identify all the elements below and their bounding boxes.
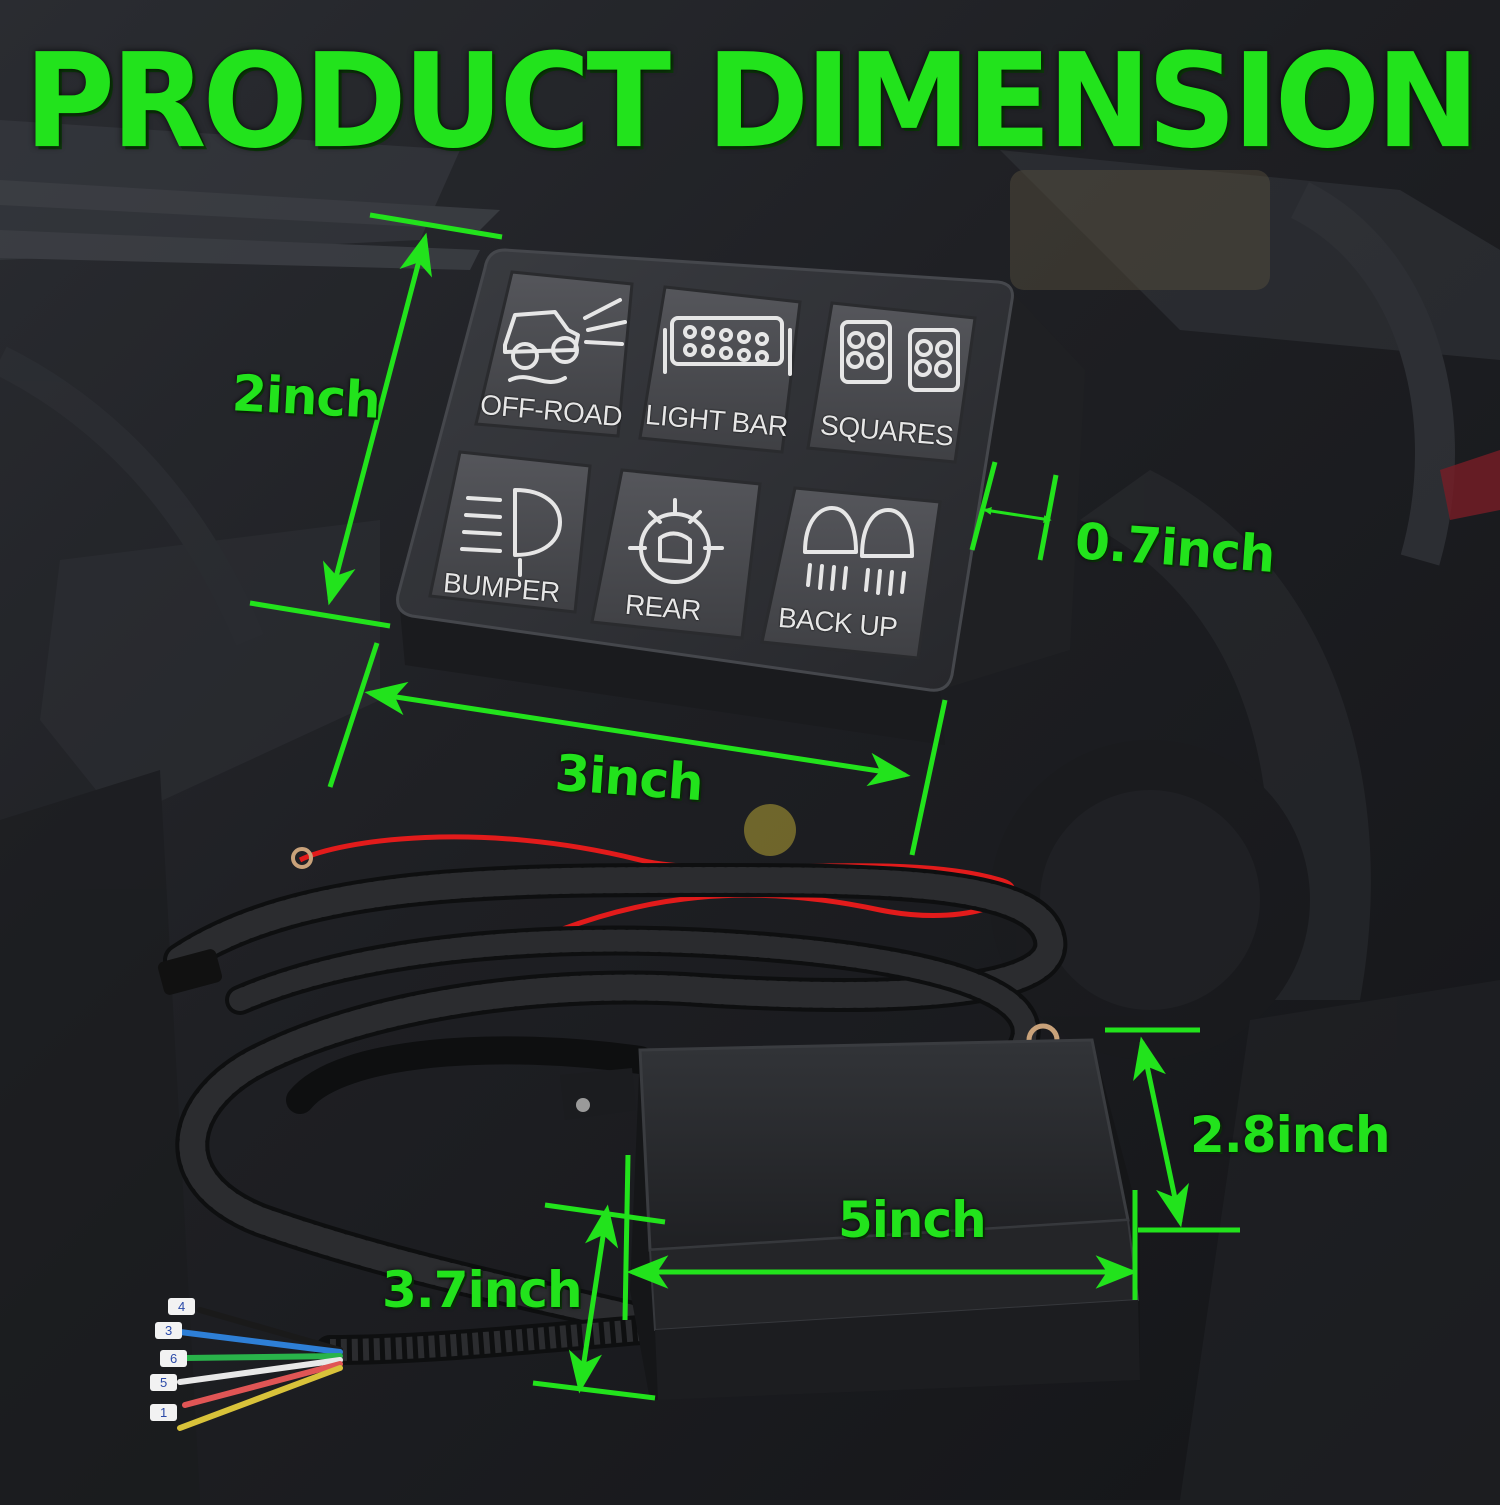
rear-light-icon: [628, 498, 724, 584]
wiring-harness: [157, 834, 1068, 1365]
dimension-box-height: 2.8inch: [1190, 1106, 1391, 1164]
dimension-panel-width: 3inch: [553, 743, 705, 813]
dimension-panel-depth: 0.7inch: [1073, 512, 1277, 584]
headline: PRODUCT DIMENSION: [24, 26, 1480, 178]
control-box: [560, 1038, 1140, 1400]
button-label-rear: REAR: [623, 588, 703, 627]
wire-tag: 1: [150, 1404, 178, 1421]
light-bar-icon: [663, 316, 792, 376]
dimension-box-length: 5inch: [838, 1191, 987, 1249]
button-bumper[interactable]: [428, 450, 592, 614]
wire-tag: 4: [168, 1298, 196, 1315]
engine-bay-details: [0, 120, 1500, 1500]
offroad-truck-icon: [503, 298, 627, 384]
dimension-panel-height: 2inch: [230, 364, 382, 430]
button-light-bar[interactable]: [638, 285, 802, 454]
dimension-markers: [249, 212, 1240, 1401]
button-rear[interactable]: [590, 468, 762, 640]
wire-tag: 6: [160, 1350, 188, 1367]
square-lights-icon: [840, 320, 960, 392]
colored-wires: [177, 1307, 343, 1431]
bumper-headlight-icon: [460, 488, 562, 577]
dimension-box-width: 3.7inch: [382, 1261, 583, 1319]
wire-tag: 5: [150, 1374, 178, 1391]
ring-terminal: [291, 847, 313, 869]
backup-lights-icon: [803, 506, 914, 596]
wire-tag: 3: [155, 1322, 183, 1339]
connector-plug: [157, 949, 223, 995]
